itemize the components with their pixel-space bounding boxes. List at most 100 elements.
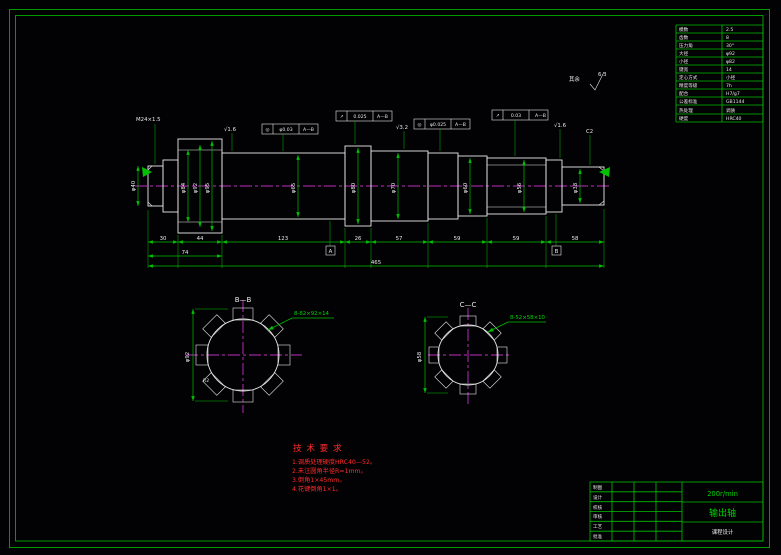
roughness-grade: 6.3	[598, 72, 607, 78]
part-name: 输出轴	[709, 507, 736, 519]
param-value: 8	[726, 35, 729, 41]
gdt-symbol: ↗	[340, 115, 344, 120]
datum-label: B	[555, 249, 559, 255]
dia-dim-label: φ70	[391, 182, 397, 193]
gdt-datum: A—B	[303, 127, 314, 133]
param-label: 配合	[679, 90, 689, 97]
length-dimensions: 30 44 123 26 57 59 59 58 74 465	[147, 209, 605, 268]
section-arrow-right-icon	[599, 167, 610, 177]
section-dia-label: φ92	[185, 352, 191, 362]
technical-requirements: 技 术 要 求 1.调质处理硬度HRC40—52。 2.未注圆角半径R=1mm。…	[292, 442, 376, 493]
param-value: φ82	[726, 59, 735, 65]
parameter-table: 模数 2.5 齿数 8 压力角 30° 大径 φ92 小径 φ82 键宽 14 …	[675, 24, 764, 123]
param-label: 齿数	[679, 34, 689, 41]
param-value: 30°	[726, 43, 734, 49]
param-label: 硬度	[679, 115, 689, 122]
datum-label: A	[329, 249, 333, 255]
param-value: H7/g7	[726, 91, 740, 97]
gdt-frame: ◎ φ0.03 A—B	[261, 123, 319, 151]
tech-requirement-item: 2.未注圆角半径R=1mm。	[292, 467, 367, 475]
titleblock-row-label: 校核	[593, 504, 603, 511]
titleblock-row-label: 工艺	[593, 524, 603, 530]
thread-label: M24×1.5	[136, 117, 161, 123]
dia-dim-label: φ95	[205, 183, 211, 193]
param-label: 定心方式	[679, 74, 698, 81]
roughness-prefix: 其余	[569, 75, 580, 83]
gdt-tolerance: φ0.03	[279, 127, 292, 133]
seg-dim-label: 123	[278, 236, 288, 242]
seg-dim-label: 26	[355, 236, 362, 242]
gdt-symbol: ↗	[496, 114, 500, 119]
dia-dim-label: φ60	[463, 182, 469, 193]
titleblock-row-label: 审核	[593, 513, 603, 520]
seg-dim-label: 59	[454, 236, 461, 242]
param-label: 精度等级	[679, 82, 698, 89]
titleblock-row-label: 制图	[593, 484, 603, 491]
general-roughness-note: 其余 6.3	[569, 71, 607, 91]
dia-dim-label: φ56	[517, 182, 523, 193]
param-value: GB1144	[726, 99, 744, 105]
drawing-frame	[9, 9, 770, 548]
dia-dim-label: φ84	[181, 182, 187, 193]
gdt-symbol: ◎	[265, 128, 269, 133]
param-value: φ92	[726, 51, 735, 57]
dia-dim-label: φ65	[291, 183, 297, 193]
gdt-tolerance: 0.025	[353, 114, 366, 120]
section-dia-label: φ58	[417, 351, 423, 362]
surface-mark: √1.6	[554, 122, 567, 129]
gdt-frame: ↗ 0.03 A—B	[491, 109, 549, 156]
seg-dim-label: 58	[572, 236, 579, 242]
dia-dim-label: φ92	[193, 183, 199, 193]
diameter-dimensions: φ84 φ92 φ95 φ65 φ80 φ70 φ60 φ56 φ38 φ40	[131, 141, 582, 231]
surface-mark: √1.6	[224, 126, 237, 133]
param-label: 键宽	[679, 66, 689, 73]
param-label: 压力角	[679, 42, 693, 49]
param-label: 公差标准	[679, 98, 698, 105]
gdt-datum: A—B	[377, 114, 388, 120]
tech-requirement-item: 4.花键倒角1×1。	[292, 485, 342, 493]
spline-note: 8-52×58×10	[510, 315, 546, 321]
tech-requirement-item: 3.倒角1×45mm。	[292, 476, 346, 484]
overall-dim-label: 465	[371, 260, 381, 266]
gdt-frame: ↗ 0.025 A—B	[335, 110, 393, 144]
gdt-frame: ◎ φ0.025 A—B	[413, 118, 471, 151]
datum-flags: A B	[325, 214, 562, 256]
seg-dim-label: 57	[396, 236, 403, 242]
param-label: 小径	[679, 58, 689, 65]
gdt-tolerance: 0.03	[511, 113, 521, 119]
param-value: 14	[726, 67, 732, 73]
section-view-left: B—B φ92 8-82×92×14 R2	[185, 296, 334, 413]
top-annotations: M24×1.5 √1.6 √3.2 √1.6 C2	[136, 117, 593, 165]
gdt-frames: ◎ φ0.03 A—B ↗ 0.025 A—B ◎ φ0.025 A—B	[261, 109, 549, 156]
mid-dim-label: 74	[182, 250, 189, 256]
param-value: 调质	[726, 107, 736, 114]
speed-label: 200r/min	[707, 490, 738, 498]
spline-section-left	[195, 307, 291, 403]
param-label: 热处理	[679, 107, 693, 114]
param-value: HRC40	[726, 116, 742, 122]
dia-dim-label: φ80	[351, 182, 357, 193]
param-value: 小径	[726, 74, 736, 81]
gdt-datum: A—B	[455, 122, 466, 128]
chamfer-label: C2	[586, 129, 593, 135]
shaft-front-view: M24×1.5 √1.6 √3.2 √1.6 C2 ◎ φ0.03 A—B ↗	[131, 109, 612, 268]
gdt-tolerance: φ0.025	[430, 122, 446, 128]
section-title: C—C	[460, 301, 477, 309]
param-value: 2.5	[726, 27, 733, 33]
spline-section-right	[428, 315, 508, 395]
dia-dim-label: φ38	[573, 182, 579, 193]
dia-dim-label: φ40	[131, 180, 137, 191]
section-arrow-left-icon	[142, 167, 152, 177]
surface-mark: √3.2	[396, 124, 408, 131]
roughness-icon	[589, 71, 605, 91]
section-title: B—B	[235, 296, 252, 304]
gdt-symbol: ◎	[417, 123, 421, 128]
org-label: 课程设计	[712, 528, 734, 536]
param-label: 模数	[679, 26, 689, 33]
seg-dim-label: 30	[160, 236, 167, 242]
gdt-datum: A—B	[535, 113, 546, 119]
titleblock-row-label: 设计	[593, 494, 603, 501]
seg-dim-label: 59	[513, 236, 520, 242]
